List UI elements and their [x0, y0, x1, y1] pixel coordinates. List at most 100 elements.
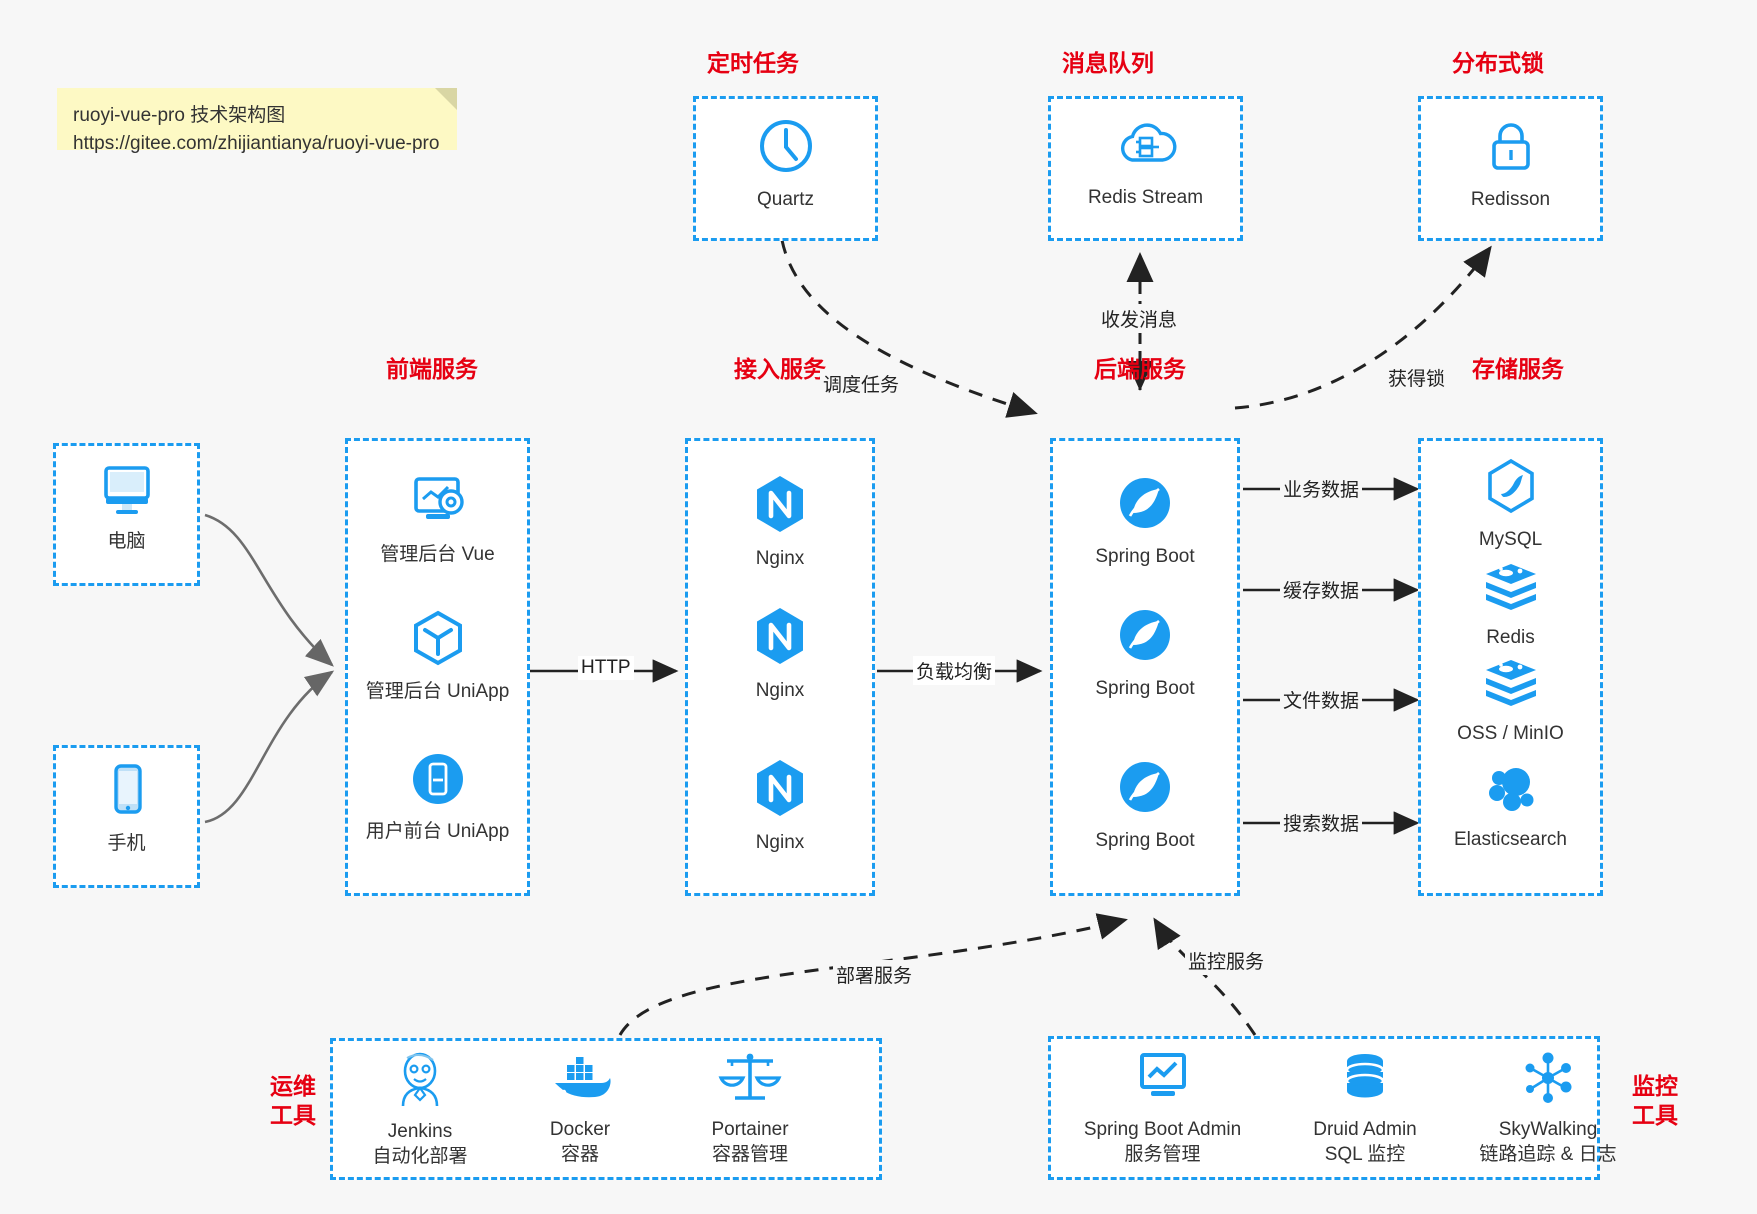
database-icon	[1337, 1050, 1393, 1111]
node-user-uniapp[interactable]: 用户前台 UniApp	[350, 750, 525, 845]
edge-label-http: HTTP	[578, 656, 634, 680]
node-quartz[interactable]: Quartz	[703, 116, 868, 213]
node-sublabel: 容器管理	[711, 1143, 788, 1165]
spring-leaf-icon	[1115, 605, 1175, 670]
group-title-ops-line2: 工具	[270, 1101, 316, 1128]
spring-leaf-icon	[1115, 473, 1175, 538]
clock-icon	[756, 116, 816, 181]
redis-stack-icon	[1480, 560, 1542, 619]
node-label: Portainer	[711, 1119, 789, 1140]
node-label: Elasticsearch	[1454, 829, 1567, 850]
node-label: 电脑	[107, 531, 146, 552]
node-docker[interactable]: Docker 容器	[500, 1052, 660, 1167]
app-icon	[409, 750, 467, 813]
docker-whale-icon	[547, 1052, 613, 1111]
node-springboot-3[interactable]: Spring Boot	[1055, 757, 1235, 854]
group-title-backend: 后端服务	[1094, 356, 1186, 382]
skywalking-node-icon	[1519, 1050, 1577, 1111]
node-redis-stream[interactable]: Redis Stream	[1058, 116, 1233, 211]
node-nginx-1[interactable]: Nginx	[690, 473, 870, 572]
group-title-monitor: 监控 工具	[1615, 1072, 1695, 1130]
group-title-ops: 运维 工具	[258, 1072, 328, 1130]
node-skywalking[interactable]: SkyWalking 链路追踪 & 日志	[1448, 1050, 1648, 1167]
group-title-scheduled: 定时任务	[707, 50, 799, 76]
edge-label-acquire-lock: 获得锁	[1385, 363, 1449, 392]
nginx-icon	[751, 605, 809, 672]
node-computer[interactable]: 电脑	[58, 462, 195, 555]
group-title-mq: 消息队列	[1062, 50, 1154, 76]
dashboard-gear-icon	[406, 473, 470, 536]
node-redis[interactable]: Redis	[1423, 560, 1598, 651]
node-label: Druid Admin	[1313, 1119, 1417, 1140]
note-fold-corner	[435, 88, 457, 110]
node-label: Spring Boot Admin	[1083, 1119, 1242, 1140]
group-title-frontend: 前端服务	[386, 356, 478, 382]
node-label: Nginx	[755, 548, 805, 569]
node-sublabel: SQL 监控	[1324, 1143, 1406, 1165]
mobile-icon	[101, 762, 153, 825]
node-nginx-3[interactable]: Nginx	[690, 757, 870, 856]
scales-icon	[717, 1048, 783, 1111]
edge-label-search-data: 搜索数据	[1280, 808, 1363, 837]
cloud-queue-icon	[1115, 116, 1177, 179]
edge-label-monitor-service: 监控服务	[1185, 946, 1268, 975]
node-label: Nginx	[755, 680, 805, 701]
node-label: OSS / MinIO	[1457, 723, 1564, 744]
desktop-icon	[96, 462, 158, 523]
group-title-monitor-line1: 监控	[1632, 1073, 1678, 1099]
node-admin-vue[interactable]: 管理后台 Vue	[350, 473, 525, 568]
node-label: Spring Boot	[1095, 830, 1195, 851]
node-label: Docker	[549, 1119, 611, 1140]
nginx-icon	[751, 473, 809, 540]
edge-label-cache-data: 缓存数据	[1280, 575, 1363, 604]
group-title-lock: 分布式锁	[1452, 50, 1544, 76]
node-label: Redisson	[1470, 189, 1551, 210]
node-sublabel: 容器	[560, 1143, 599, 1165]
node-label: MySQL	[1478, 529, 1543, 550]
node-label: 管理后台 UniApp	[365, 681, 510, 702]
note-line-1: ruoyi-vue-pro 技术架构图	[73, 105, 286, 126]
node-label: Jenkins	[387, 1121, 453, 1142]
node-label: Redis	[1486, 627, 1535, 648]
node-druid-admin[interactable]: Druid Admin SQL 监控	[1280, 1050, 1450, 1167]
group-title-monitor-line2: 工具	[1632, 1101, 1678, 1128]
node-label: 用户前台 UniApp	[365, 821, 510, 842]
node-springboot-2[interactable]: Spring Boot	[1055, 605, 1235, 702]
node-springboot-1[interactable]: Spring Boot	[1055, 473, 1235, 570]
node-sublabel: 自动化部署	[372, 1145, 468, 1167]
edge-label-business-data: 业务数据	[1280, 474, 1363, 503]
edge-label-load-balance: 负载均衡	[913, 656, 996, 685]
note-line-2: https://gitee.com/zhijiantianya/ruoyi-vu…	[73, 132, 440, 154]
spring-leaf-icon	[1115, 757, 1175, 822]
note-card: ruoyi-vue-pro 技术架构图 https://gitee.com/zh…	[57, 88, 457, 154]
cube-icon	[408, 608, 468, 673]
node-phone[interactable]: 手机	[58, 762, 195, 857]
node-label: 管理后台 Vue	[380, 544, 495, 565]
monitor-chart-icon	[1132, 1050, 1194, 1111]
node-label: Quartz	[756, 189, 815, 210]
node-jenkins[interactable]: Jenkins 自动化部署	[340, 1050, 500, 1169]
node-label: Redis Stream	[1087, 187, 1204, 208]
node-sublabel: 服务管理	[1124, 1143, 1201, 1165]
group-ops-tools	[330, 1038, 882, 1180]
node-spring-boot-admin[interactable]: Spring Boot Admin 服务管理	[1055, 1050, 1270, 1167]
node-admin-uniapp[interactable]: 管理后台 UniApp	[350, 608, 525, 705]
node-sublabel: 链路追踪 & 日志	[1479, 1143, 1617, 1165]
storage-stack-icon	[1480, 656, 1542, 715]
edge-label-schedule-task: 调度任务	[820, 369, 903, 398]
node-oss-minio[interactable]: OSS / MinIO	[1423, 656, 1598, 747]
node-portainer[interactable]: Portainer 容器管理	[665, 1048, 835, 1167]
node-label: 手机	[107, 833, 146, 854]
node-mysql[interactable]: MySQL	[1423, 458, 1598, 553]
group-title-ops-line1: 运维	[270, 1073, 316, 1099]
group-message-queue	[1048, 96, 1243, 241]
node-elasticsearch[interactable]: Elasticsearch	[1423, 762, 1598, 853]
edge-label-file-data: 文件数据	[1280, 685, 1363, 714]
nginx-icon	[751, 757, 809, 824]
node-label: Spring Boot	[1095, 546, 1195, 567]
elasticsearch-icon	[1482, 762, 1540, 821]
node-redisson[interactable]: Redisson	[1428, 116, 1593, 213]
lock-icon	[1482, 116, 1540, 181]
node-nginx-2[interactable]: Nginx	[690, 605, 870, 704]
